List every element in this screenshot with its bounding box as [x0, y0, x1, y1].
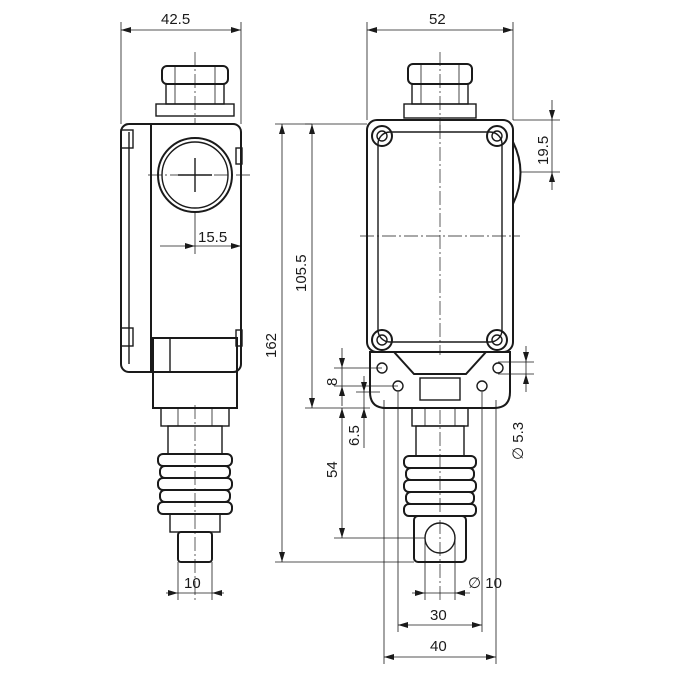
front-housing-screws [371, 125, 508, 351]
mounting-hole-icon [476, 380, 488, 392]
dim-side-plunger-diameter: 10 [166, 562, 224, 600]
dim-plunger-length: 54 [324, 408, 425, 539]
front-housing [360, 119, 522, 355]
dim-mount-spacing-label: 8 [324, 378, 341, 386]
dim-top-offset-label: 19.5 [535, 136, 552, 165]
side-plunger [177, 405, 213, 600]
side-view [120, 52, 250, 600]
dim-side-plunger-diameter-label: 10 [184, 575, 201, 592]
dim-side-width-label: 42.5 [161, 11, 190, 28]
dim-plunger-offset: 6.5 [346, 376, 380, 448]
dim-mount-spacing: 8 [324, 348, 398, 406]
side-cable-gland [155, 52, 235, 125]
screw-icon [371, 329, 393, 351]
front-cable-gland [403, 52, 477, 130]
dim-hole-diameter-label: ∅ 5.3 [510, 422, 527, 460]
screw-icon [486, 329, 508, 351]
dim-base-inner-width: 30 [397, 392, 483, 632]
dim-total-height: 162 [263, 123, 414, 563]
dim-side-width: 42.5 [120, 11, 242, 124]
screw-icon [371, 125, 393, 147]
dim-top-offset: 19.5 [513, 100, 560, 190]
dim-front-plunger-diameter: ∅ 10 [412, 538, 502, 600]
dim-base-inner-width-label: 30 [430, 607, 447, 624]
dim-plunger-offset-label: 6.5 [346, 425, 363, 446]
dim-hole-diameter: ∅ 5.3 [498, 346, 534, 460]
dim-plunger-length-label: 54 [324, 461, 341, 478]
dim-screw-offset: 15.5 [160, 212, 241, 254]
front-view [360, 52, 522, 600]
dim-front-width: 52 [366, 11, 514, 120]
screw-icon [486, 125, 508, 147]
dim-base-outer-width-label: 40 [430, 638, 447, 655]
mounting-hole-icon [492, 362, 504, 374]
dim-screw-offset-label: 15.5 [198, 229, 227, 246]
dim-base-outer-width: 40 [383, 400, 497, 664]
dim-front-width-label: 52 [429, 11, 446, 28]
dim-body-height-label: 105.5 [293, 254, 310, 292]
dim-body-height: 105.5 [293, 123, 370, 409]
dim-front-plunger-diameter-label: ∅ 10 [468, 575, 502, 592]
dim-total-height-label: 162 [263, 333, 280, 358]
